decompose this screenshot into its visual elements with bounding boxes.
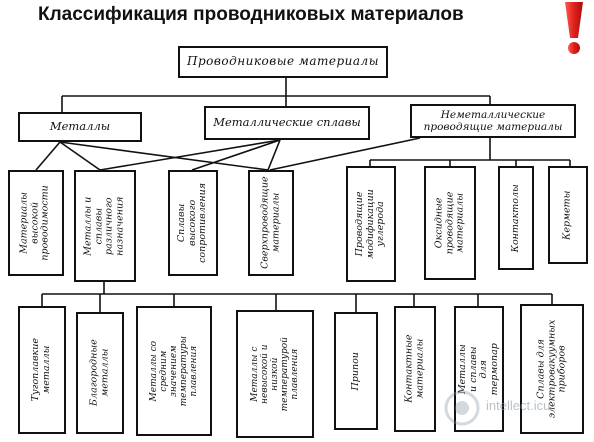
node-metals-label: Металлы xyxy=(49,119,111,134)
node-noble-metals-label: Благородные металлы xyxy=(88,339,110,407)
node-low-melting-label: Металлы с невысокой и низкой температуро… xyxy=(249,336,301,412)
root-label: Проводниковые материалы xyxy=(187,54,379,69)
node-metal-alloys: Металлические сплавы xyxy=(204,106,370,140)
root-node: Проводниковые материалы xyxy=(178,46,388,78)
node-superconducting-label: Сверхпроводящие материалы xyxy=(259,176,281,270)
node-carbon-modifications-label: Проводящие модификации углерода xyxy=(354,189,387,259)
node-thermocouple-alloys: Металлы и сплавы для термопар xyxy=(454,306,504,432)
node-carbon-modifications: Проводящие модификации углерода xyxy=(346,166,396,282)
node-contactols-label: Контактолы xyxy=(509,183,521,253)
node-high-conductivity-label: Материалы высокой проводимости xyxy=(19,185,52,261)
node-contact-materials-label: Контактные материалы xyxy=(403,334,425,404)
node-medium-melting-label: Металлы со средним значением температуры… xyxy=(148,335,200,407)
node-solders: Припои xyxy=(334,312,378,430)
node-refractory-metals-label: Тугоплавкие металлы xyxy=(30,338,52,402)
node-superconducting: Сверхпроводящие материалы xyxy=(248,170,294,276)
node-metals: Металлы xyxy=(18,112,142,142)
node-contactols: Контактолы xyxy=(498,166,534,270)
node-solders-label: Припои xyxy=(349,351,361,391)
watermark-text: intellect.icu xyxy=(486,398,551,413)
exclamation-icon xyxy=(565,2,583,54)
node-nonmetallic: Неметаллические проводящие материалы xyxy=(410,104,576,138)
node-high-resistance-label: Сплавы высокого сопротивления xyxy=(176,183,209,263)
node-metal-alloys-label: Металлические сплавы xyxy=(213,115,361,130)
node-low-melting: Металлы с невысокой и низкой температуро… xyxy=(236,310,314,438)
page-title: Классификация проводниковых материалов xyxy=(38,4,464,25)
watermark-logo-icon xyxy=(444,390,480,426)
node-oxide-conducting-label: Оксидные проводящие материалы xyxy=(433,191,466,255)
node-high-conductivity: Материалы высокой проводимости xyxy=(8,170,64,276)
node-metals-various-label: Металлы и сплавы различного назначения xyxy=(82,196,126,256)
node-vacuum-alloys: Сплавы для электровакуумных приборов xyxy=(520,304,584,434)
node-contact-materials: Контактные материалы xyxy=(394,306,436,432)
node-cermets-label: Керметы xyxy=(561,190,573,240)
node-oxide-conducting: Оксидные проводящие материалы xyxy=(424,166,476,280)
node-noble-metals: Благородные металлы xyxy=(76,312,124,434)
node-medium-melting: Металлы со средним значением температуры… xyxy=(136,306,212,436)
node-refractory-metals: Тугоплавкие металлы xyxy=(18,306,66,434)
node-cermets: Керметы xyxy=(548,166,588,264)
node-nonmetallic-label: Неметаллические проводящие материалы xyxy=(423,108,563,133)
node-metals-various: Металлы и сплавы различного назначения xyxy=(74,170,136,282)
node-high-resistance: Сплавы высокого сопротивления xyxy=(168,170,218,276)
